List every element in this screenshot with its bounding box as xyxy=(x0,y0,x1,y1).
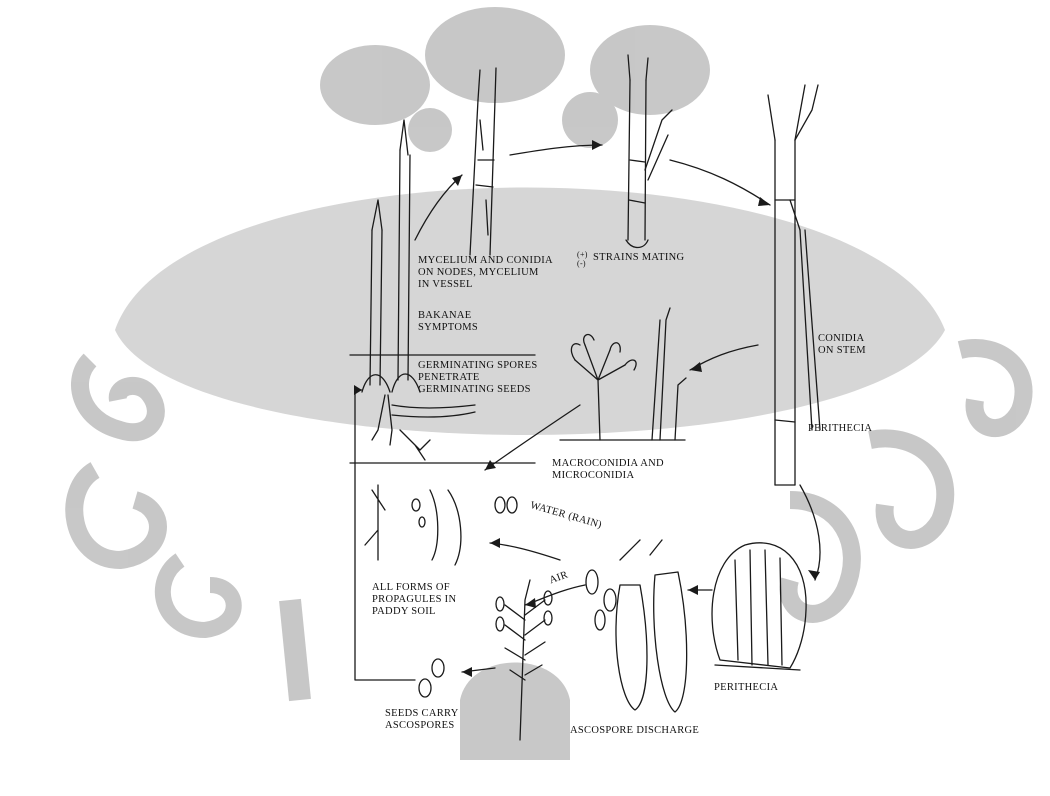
watermark-emblem-left xyxy=(320,45,430,125)
label-mating-sign: (+) (-) xyxy=(577,250,588,268)
label-bakanae: BAKANAE SYMPTOMS xyxy=(418,310,478,334)
label-perithecia-bottom: PERITHECIA xyxy=(714,682,778,694)
watermark-dome xyxy=(115,188,945,436)
label-seeds-carry: SEEDS CARRY ASCOSPORES xyxy=(385,708,459,732)
label-macroconidia: MACROCONIDIA AND MICROCONIDIA xyxy=(552,458,664,482)
label-mycelium: MYCELIUM AND CONIDIA ON NODES, MYCELIUM … xyxy=(418,255,553,291)
label-strains-mating: STRAINS MATING xyxy=(593,252,684,264)
label-propagules: ALL FORMS OF PROPAGULES IN PADDY SOIL xyxy=(372,582,456,618)
label-conidia-stem: CONIDIA ON STEM xyxy=(818,333,866,357)
soil-propagules xyxy=(365,485,517,565)
label-germinating: GERMINATING SPORES PENETRATE GERMINATING… xyxy=(418,360,537,396)
label-perithecia-top: PERITHECIA xyxy=(808,423,872,435)
label-ascospore-discharge: ASCOSPORE DISCHARGE xyxy=(570,725,699,737)
seeds xyxy=(419,659,444,697)
ascospore-asci xyxy=(586,540,687,712)
